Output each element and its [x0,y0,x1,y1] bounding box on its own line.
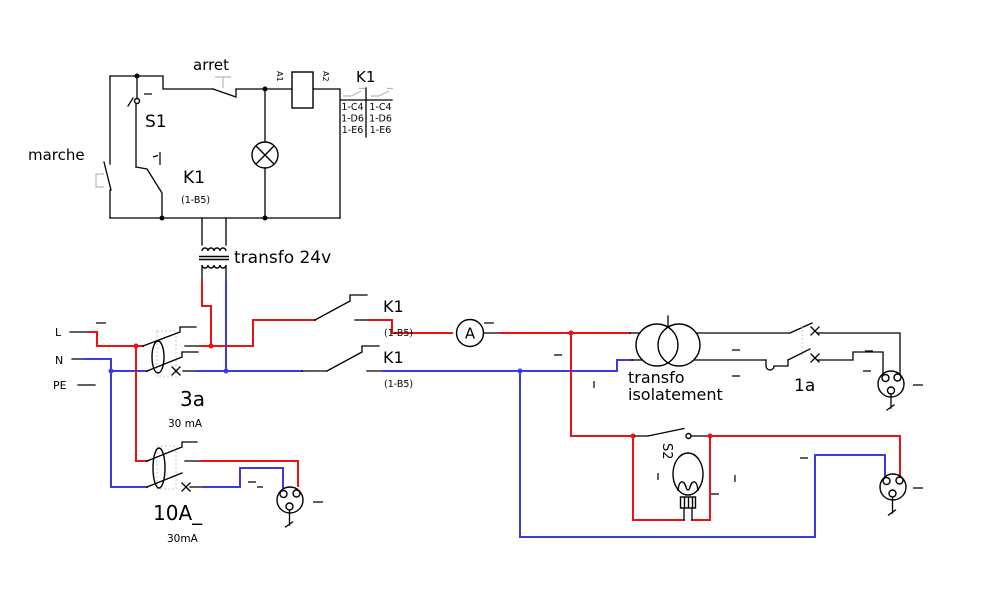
stop-button-label: arret [193,56,229,74]
socket-outlet-top [877,370,905,411]
line-terminal-label: L [55,326,62,339]
earth-terminal-label: PE [53,379,67,392]
ammeter: A [455,318,641,388]
output-breaker-rating: 1a [794,376,815,396]
table-cell: 1-E6 [370,125,392,136]
isolation-transformer-label-2: isolatement [628,385,723,404]
k1-neutral-contact: K1 (1-B5) [301,345,644,390]
socket-rcd-sensitivity: 30mA [167,533,199,545]
k1-neutral-label: K1 [383,348,404,367]
table-cell: 1-E6 [342,125,364,136]
socket-rcd-10a: 10A_ 30mA [110,345,323,545]
table-cell: 1-C4 [369,102,391,113]
table-cell: 1-D6 [369,114,392,125]
start-pushbutton [95,161,112,191]
k1-live-ref: (1-B5) [384,328,413,339]
transformer-24v-label: transfo 24v [234,248,331,268]
holding-contact-label: K1 [183,168,205,188]
holding-contact-ref: (1-B5) [181,195,210,206]
s1-label: S1 [145,112,167,132]
isolation-transformer: transfo isolatement [628,315,723,404]
s2-lamp-circuit: S2 [570,332,901,521]
k1-holding-contact [135,152,165,221]
socket-outlet-bottom-left [276,486,304,528]
neutral-return-run [519,370,923,538]
stop-pushbutton [212,76,237,98]
s1-switch [127,73,152,168]
k1-live-label: K1 [383,297,404,316]
supply-terminals: L N PE [53,322,148,488]
socket-rcd-rating: 10A_ [153,501,203,525]
s2-switch-label: S2 [659,443,674,460]
indicator-lamp [251,86,279,221]
contact-table: K1 1-C4 1-D6 1-E6 1-C4 1-D6 1-E6 [340,68,393,138]
k1-coil: A1 A2 [275,71,330,109]
transformer-24v: transfo 24v [199,217,331,372]
k1-live-contact: K1 (1-B5) [314,294,453,339]
output-breaker-1a: 1a [693,322,923,396]
contact-table-title: K1 [356,68,375,86]
neutral-terminal-label: N [55,354,63,367]
main-rcd-sensitivity: 30 mA [168,418,203,430]
socket-outlet-bottom-right [879,473,907,516]
main-rcd-rating: 3a [180,387,205,411]
main-rcd-3a: 3a 30 mA [142,319,316,430]
coil-terminal-a2: A2 [321,71,330,82]
k1-neutral-ref: (1-B5) [384,379,413,390]
table-cell: 1-D6 [341,114,364,125]
control-circuit: A1 A2 arret marche S1 K1 (1-B5) [28,56,341,221]
start-button-label: marche [28,146,85,164]
table-cell: 1-C4 [341,102,363,113]
coil-terminal-a1: A1 [275,71,284,82]
ammeter-letter: A [465,325,476,343]
lamp-bulb [672,452,704,521]
isolation-transformer-label-1: transfo [628,368,685,387]
